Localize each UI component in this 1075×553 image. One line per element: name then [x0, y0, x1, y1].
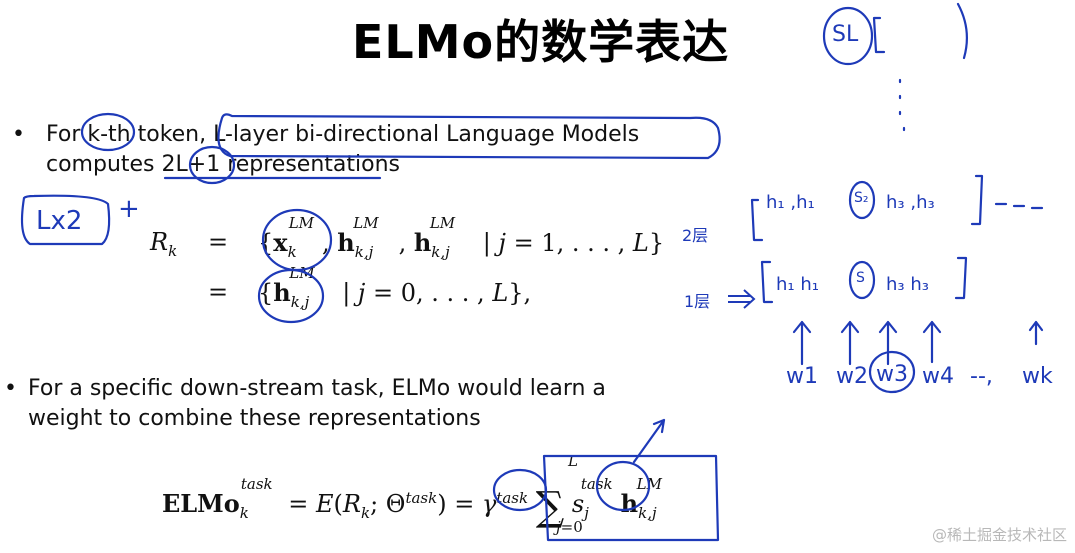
up-arrow-1: [792, 320, 812, 366]
circle-sl: [822, 6, 874, 66]
handwritten-2ceng: 2层: [682, 226, 709, 245]
box-lx2: [20, 194, 111, 246]
arrow-1ceng: [728, 289, 756, 309]
handwritten-1ceng: 1层: [684, 292, 711, 311]
sum-lower-limit: j=0: [556, 518, 583, 536]
word-label-w2: w2: [836, 364, 868, 389]
up-arrow-2: [840, 320, 860, 366]
box-sum: [542, 454, 720, 542]
sum-upper-limit: L: [568, 452, 578, 470]
word-label-w4: w4: [922, 364, 954, 389]
upper-row-bracket: [750, 174, 984, 242]
word-label-w3: w3: [876, 362, 908, 387]
handwritten-plus: +: [118, 194, 140, 224]
lower-s-circle: [848, 260, 876, 300]
lower-s-label: S: [856, 270, 865, 286]
watermark: @稀土掘金技术社区: [931, 526, 1067, 544]
box-l-layer: [217, 113, 721, 160]
lower-h3-labels: h₃ h₃: [886, 274, 929, 295]
upper-h3-labels: h₃ ,h₃: [886, 192, 935, 213]
word-label-w1: w1: [786, 364, 818, 389]
bullet-line-1: For k-th token, L-layer bi-directional L…: [46, 122, 640, 147]
vertical-dots: [898, 78, 906, 132]
circle-gamma: [492, 468, 548, 512]
bullet-downstream-task: • For a specific down-stream task, ELMo …: [4, 374, 728, 434]
elmo-equation: ELMoktask = E(Rk; Θtask) = γtask ∑ sjtas…: [162, 475, 662, 530]
circle-w3: [868, 350, 916, 394]
word-label-dashes: --,: [970, 364, 993, 389]
arrow-sj: [632, 418, 666, 464]
circle-2l1: [188, 145, 236, 185]
circle-k-th: [80, 112, 136, 152]
upper-dashes: [994, 202, 1044, 210]
bullet-line-2: weight to combine these representations: [28, 406, 481, 431]
slide-title: ELMo的数学表达: [352, 15, 730, 69]
handwritten-lx2: Lx2: [36, 206, 83, 236]
circle-hkj: [257, 268, 325, 324]
up-arrow-4: [922, 320, 942, 364]
bullet-line-1: For a specific down-stream task, ELMo wo…: [28, 376, 606, 401]
upper-s2-circle: [848, 180, 876, 220]
lower-h1-labels: h₁ h₁: [776, 274, 819, 295]
bullet-dot: •: [4, 376, 17, 401]
word-label-wk: wk: [1022, 364, 1053, 389]
up-arrow-3: [878, 320, 898, 366]
upper-h1-labels: h₁ ,h₁: [766, 192, 815, 213]
upper-s2-label: S₂: [854, 190, 869, 206]
up-arrow-5: [1028, 320, 1044, 346]
lower-row-bracket: [760, 256, 968, 304]
bullet-dot: •: [12, 122, 25, 147]
bracket-sl: [872, 2, 969, 60]
circle-sj: [595, 460, 651, 512]
handwritten-sl: SL: [832, 22, 859, 47]
circle-xk: [261, 208, 333, 272]
